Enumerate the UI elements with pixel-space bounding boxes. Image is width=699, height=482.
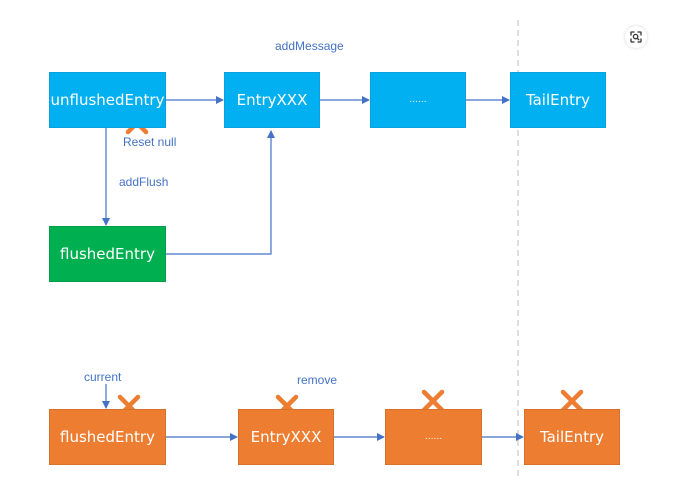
add-message-label: addMessage bbox=[275, 39, 344, 53]
reset-null-label: Reset null bbox=[123, 135, 177, 149]
image-search-icon bbox=[630, 31, 642, 43]
bottom-entry-xxx-box: EntryXXX bbox=[238, 409, 334, 465]
bottom-flushed-entry-box: flushedEntry bbox=[49, 409, 166, 465]
add-flush-label: addFlush bbox=[119, 175, 169, 189]
cross-icon bbox=[560, 389, 584, 413]
remove-label: remove bbox=[297, 373, 338, 387]
entry-xxx-box: EntryXXX bbox=[224, 72, 320, 128]
tail-entry-box: TailEntry bbox=[510, 72, 606, 128]
unflushed-entry-box: unflushedEntry bbox=[49, 72, 166, 128]
image-search-button[interactable] bbox=[625, 26, 647, 48]
bottom-ellipsis-entry-box: ...... bbox=[385, 409, 482, 465]
current-label: current bbox=[84, 370, 122, 384]
ellipsis-entry-box: ...... bbox=[370, 72, 466, 128]
arrow-flushed-to-entry bbox=[166, 130, 275, 255]
bottom-tail-entry-box: TailEntry bbox=[524, 409, 620, 465]
flushed-entry-box: flushedEntry bbox=[49, 226, 166, 282]
cross-icon bbox=[421, 389, 445, 413]
